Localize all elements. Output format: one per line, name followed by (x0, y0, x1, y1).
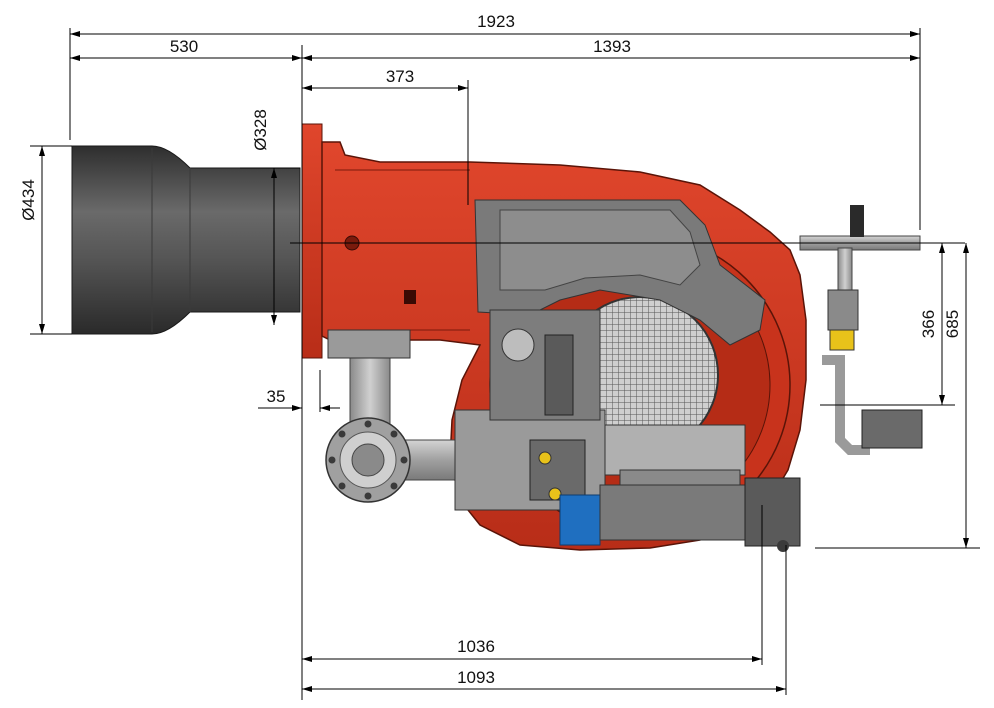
dim-total-height: 685 (943, 310, 962, 338)
dim-flange-offset: 35 (267, 387, 286, 406)
combustion-head (71, 145, 301, 335)
mounting-flange (301, 123, 323, 359)
fan-motor (559, 477, 801, 552)
dim-head-length: 530 (170, 37, 198, 56)
dimension-lines (30, 28, 980, 700)
dim-length-1093: 1093 (457, 668, 495, 687)
dim-length-1036: 1036 (457, 637, 495, 656)
gas-inlet-pipe (325, 329, 471, 503)
burner-drawing (71, 123, 923, 552)
valve-indicator-bottom (548, 487, 562, 501)
dim-head-diameter: Ø434 (19, 179, 38, 221)
dimension-labels: 1923 530 1393 373 Ø434 Ø328 35 366 685 1… (19, 12, 962, 687)
dim-body-length: 1393 (593, 37, 631, 56)
dim-axis-height: 366 (919, 310, 938, 338)
dim-overall-length: 1923 (477, 12, 515, 31)
dim-flange-to-axis: 373 (386, 67, 414, 86)
pilot-gas-line (799, 205, 923, 455)
valve-indicator-top (538, 451, 552, 465)
dim-head-flange-diameter: Ø328 (251, 109, 270, 151)
